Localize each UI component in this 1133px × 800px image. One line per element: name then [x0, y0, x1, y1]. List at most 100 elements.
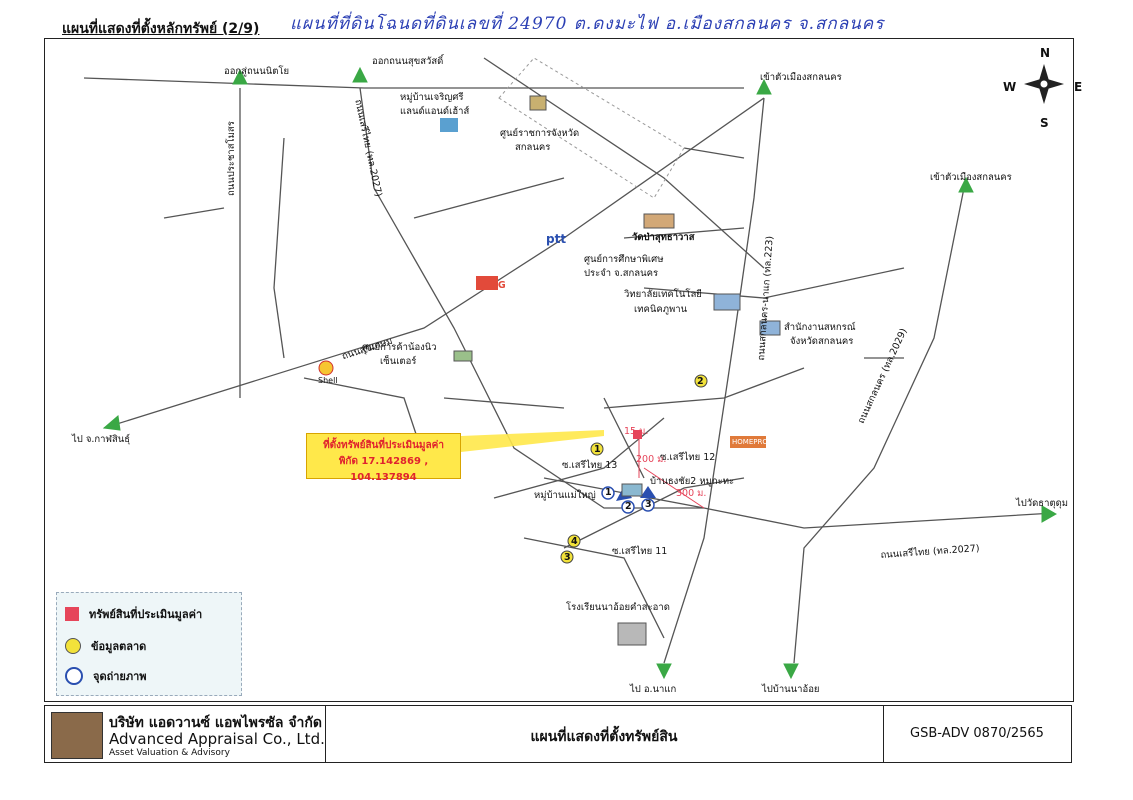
map-canvas — [83, 57, 1064, 680]
road-soi-11 — [563, 477, 745, 549]
label-to-kalasin: ไป จ.กาฬสินธุ์ — [72, 434, 131, 445]
mall-icon — [453, 350, 473, 362]
label-shell: Shell — [318, 376, 338, 385]
callout-line2: พิกัด 17.142869 , 104.137894 — [338, 456, 429, 483]
road-soi-13 — [493, 417, 665, 499]
village-icon — [621, 483, 643, 497]
road-minor-4 — [643, 267, 905, 299]
road-2029 — [793, 187, 965, 664]
label-temple: วัดป่าสุทธาวาส — [632, 232, 695, 243]
road-sukkasem — [103, 97, 765, 429]
label-photo-2: 2 — [625, 501, 632, 512]
footer-divider — [883, 706, 884, 762]
road-minor-1 — [273, 137, 285, 359]
label-dist-300: 300 ม. — [676, 488, 707, 499]
label-village-sop: บ้านธงชัย2 หมูกะทะ — [650, 476, 735, 487]
road-minor-10 — [163, 207, 225, 219]
label-coop-office: สำนักงานสหกรณ์ — [784, 322, 856, 333]
label-ptt: ptt — [546, 232, 567, 246]
arrow-city-1 — [756, 78, 772, 95]
legend-market: ข้อมูลตลาด — [65, 637, 146, 655]
market-point-4 — [567, 534, 581, 548]
label-dist-200: 200 ม. — [636, 454, 667, 465]
label-soi-12: ซ.เสรีไทย 12 — [660, 452, 716, 463]
photo-point-3 — [641, 498, 655, 512]
arrow-nakae — [656, 663, 672, 680]
label-market-1: 1 — [594, 444, 601, 455]
market-point-2 — [694, 374, 708, 388]
label-tech-college2: เทคนิคภูพาน — [634, 304, 688, 315]
label-mall: ศูนย์การค้าน้องนิว — [362, 342, 437, 353]
temple-icon — [643, 213, 675, 229]
govt-icon — [529, 95, 547, 111]
label-village-moo: หมู่บ้านแม่ใหญ่ — [534, 490, 596, 501]
subject-callout: ที่ตั้งทรัพย์สินที่ประเมินมูลค่า พิกัด 1… — [306, 433, 461, 483]
handwritten-note: แผนที่ที่ดินโฉนดที่ดินเลขที่ 24970 ต.ดงม… — [290, 14, 885, 34]
coop-icon — [759, 320, 781, 336]
label-govt-center2: สกลนคร — [515, 142, 551, 153]
road-minor-2 — [413, 177, 565, 219]
page-title: แผนที่แสดงที่ตั้งหลักทรัพย์ (2/9) — [62, 21, 260, 37]
label-photo-1: 1 — [605, 487, 612, 498]
label-village-charoensri: หมู่บ้านเจริญศรี — [400, 92, 464, 103]
road-seri-thai — [359, 87, 704, 509]
document-code: GSB-ADV 0870/2565 — [910, 726, 1044, 741]
market-points — [560, 374, 708, 564]
label-to-nikhom: ออกสู่ถนนนิตโย — [224, 66, 290, 77]
company-name-th: บริษัท แอดวานซ์ แอพไพรซัล จำกัด — [109, 715, 322, 731]
school-icon — [617, 622, 647, 646]
shell-icon — [318, 360, 334, 376]
road-minor-9 — [683, 147, 745, 159]
legend-subject: ทรัพย์สินที่ประเมินมูลค่า — [65, 605, 202, 623]
footer-divider — [325, 706, 326, 762]
road-network — [83, 57, 1055, 664]
label-special-edu: ศูนย์การศึกษาพิเศษ — [584, 254, 664, 265]
road-minor-3 — [623, 227, 745, 239]
landmarks — [318, 95, 781, 646]
label-homepro: HOMEPRO — [732, 438, 768, 446]
road-north — [83, 77, 744, 89]
road-minor-6 — [523, 537, 665, 639]
legend: ทรัพย์สินที่ประเมินมูลค่า ข้อมูลตลาด จุด… — [56, 592, 242, 696]
label-to-city-1: เข้าตัวเมืองสกลนคร — [760, 72, 842, 83]
road-seri-main — [543, 477, 1055, 529]
distance-lines — [638, 438, 705, 509]
label-to-naoi: ไปบ้านนาอ้อย — [762, 684, 820, 695]
subject-marker — [633, 430, 642, 439]
label-tech-college: วิทยาลัยเทคโนโลยี — [624, 289, 702, 300]
label-to-that: ไปวัดธาตุดุม — [1016, 498, 1069, 509]
arrow-north-2 — [352, 66, 368, 83]
photo-point-1 — [601, 486, 615, 500]
direction-arrows — [102, 66, 1058, 680]
callout-line1: ที่ตั้งทรัพย์สินที่ประเมินมูลค่า — [323, 440, 444, 451]
company-tagline: Asset Valuation & Advisory — [109, 748, 230, 758]
road-soi-12 — [603, 367, 805, 409]
callout-leader — [461, 430, 604, 452]
company-name-en: Advanced Appraisal Co., Ltd. — [109, 730, 325, 748]
compass-s: S — [1040, 116, 1049, 130]
label-school: โรงเรียนนาอ้อยคำสะอาด — [566, 602, 670, 613]
label-photo-3: 3 — [645, 499, 652, 510]
compass-w: W — [1003, 80, 1017, 94]
market-point-1 — [590, 442, 604, 456]
footer-title: แผนที่แสดงที่ตั้งทรัพย์สิน — [530, 729, 678, 745]
arrow-north-1 — [232, 68, 248, 85]
label-soi-11: ซ.เสรีไทย 11 — [612, 546, 668, 557]
label-dist-15: 15 ม. — [624, 426, 649, 437]
arrow-that — [1041, 505, 1058, 523]
label-market-4: 4 — [571, 536, 578, 547]
label-to-sukhumvit: ออกถนนสุขสวัสดิ์ — [372, 56, 444, 67]
label-market-3: 3 — [564, 552, 571, 563]
arrow-city-2 — [958, 176, 974, 193]
market-swatch-icon — [65, 638, 81, 654]
compass — [1024, 64, 1064, 104]
college-icon — [713, 293, 741, 311]
label-to-nakae: ไป อ.นาแก — [630, 684, 677, 695]
arrow-kalasin — [102, 415, 121, 431]
market-point-3 — [560, 550, 574, 564]
label-scg: SCG — [484, 280, 506, 291]
label-market-2: 2 — [697, 376, 704, 387]
label-soi-13: ซ.เสรีไทย 13 — [562, 460, 618, 471]
road-govt — [483, 57, 765, 269]
label-special-edu2: ประจำ จ.สกลนคร — [584, 268, 659, 279]
